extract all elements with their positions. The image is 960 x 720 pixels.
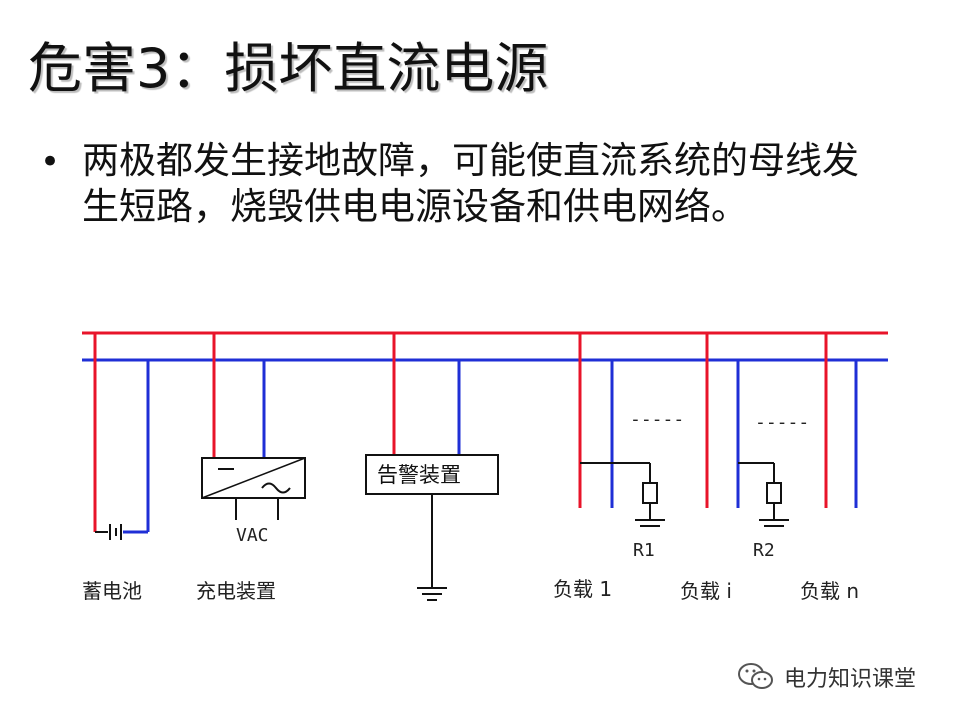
battery-icon [109,524,122,540]
load-i-label: 负载 i [680,579,732,603]
bullet-text: 两极都发生接地故障，可能使直流系统的母线发生短路，烧毁供电电源设备和供电网络。 [82,139,859,228]
continuation-dots-2: ----- [755,412,809,433]
resistor-icon [642,482,658,504]
load-1-branch [578,333,665,527]
alarm-branch [365,333,499,601]
alarm-device-box [365,454,499,495]
charger-branch [201,333,306,520]
r2-label: R2 [753,540,775,561]
load-i-branch [705,333,789,527]
load-n-label: 负载 n [800,579,859,603]
slide-title: 危害3：损坏直流电源 [28,37,549,100]
r1-label: R1 [633,540,655,561]
bullet-marker: • [40,142,61,182]
ground-icon [635,519,665,527]
resistor-icon [766,482,782,504]
vac-label: VAC [236,525,269,546]
battery-label: 蓄电池 [82,579,142,603]
ground-icon [417,587,447,601]
alarm-device-label: 告警装置 [377,463,461,487]
load-1-label: 负载 1 [553,577,612,601]
watermark: 电力知识课堂 [736,660,916,694]
load-n-branch [824,333,858,508]
dc-ac-converter-icon [201,457,306,499]
continuation-dots-1: ----- [630,409,684,430]
ground-icon [759,519,789,527]
wechat-icon [738,663,773,689]
battery-branch [93,333,150,540]
charger-label: 充电装置 [196,579,276,603]
watermark-text: 电力知识课堂 [784,667,917,692]
